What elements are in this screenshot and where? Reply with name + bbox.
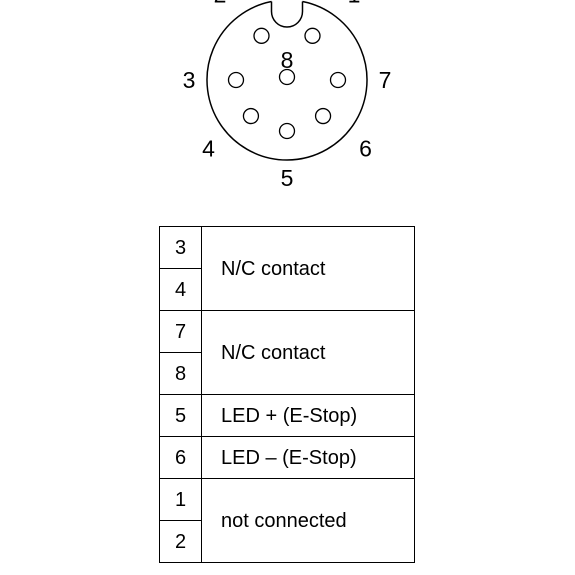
pin-function-cell: LED – (E-Stop) [201, 436, 415, 479]
pin-label-7: 7 [379, 67, 392, 93]
connector-body [206, 0, 368, 161]
table-row: 8 [159, 352, 415, 395]
pin-hole-6 [314, 107, 332, 125]
connector-pinout-diagram: 1 2 3 4 5 6 7 8 [183, 0, 392, 191]
pin-label-3: 3 [183, 67, 196, 93]
pin-number-cell: 5 [159, 394, 202, 437]
pin-hole-3 [227, 71, 245, 89]
coding-keyway [270, 1, 304, 28]
pin-number-cell: 1 [159, 478, 202, 521]
pin-function-cell: not connected [201, 478, 415, 563]
pin-number-cell: 7 [159, 310, 202, 353]
pin-function-cell: LED + (E-Stop) [201, 394, 415, 437]
pin-hole-4 [242, 107, 260, 125]
table-row: 2 [159, 520, 415, 563]
pin-label-6: 6 [359, 135, 372, 161]
pin-hole-2 [253, 27, 270, 44]
pin-label-2: 2 [214, 0, 227, 8]
pin-label-8: 8 [281, 47, 294, 73]
connector-housing [206, 0, 368, 161]
pin-labels: 1 2 3 4 5 6 7 8 [183, 0, 392, 191]
pin-number-cell: 4 [159, 268, 202, 311]
pin-hole-5 [278, 122, 296, 140]
pin-number-cell: 3 [159, 226, 202, 269]
pin-number-cell: 8 [159, 352, 202, 395]
pin-hole-1 [304, 27, 321, 44]
pin-hole-7 [329, 71, 347, 89]
pin-number-cell: 2 [159, 520, 202, 563]
pin-label-1: 1 [348, 0, 361, 8]
pin-number-cell: 6 [159, 436, 202, 479]
pin-function-cell: N/C contact [201, 226, 415, 311]
pin-holes [227, 27, 347, 140]
pin-function-cell: N/C contact [201, 310, 415, 395]
pin-label-5: 5 [281, 165, 294, 191]
pin-hole-8 [278, 68, 296, 86]
pin-label-4: 4 [202, 135, 215, 161]
